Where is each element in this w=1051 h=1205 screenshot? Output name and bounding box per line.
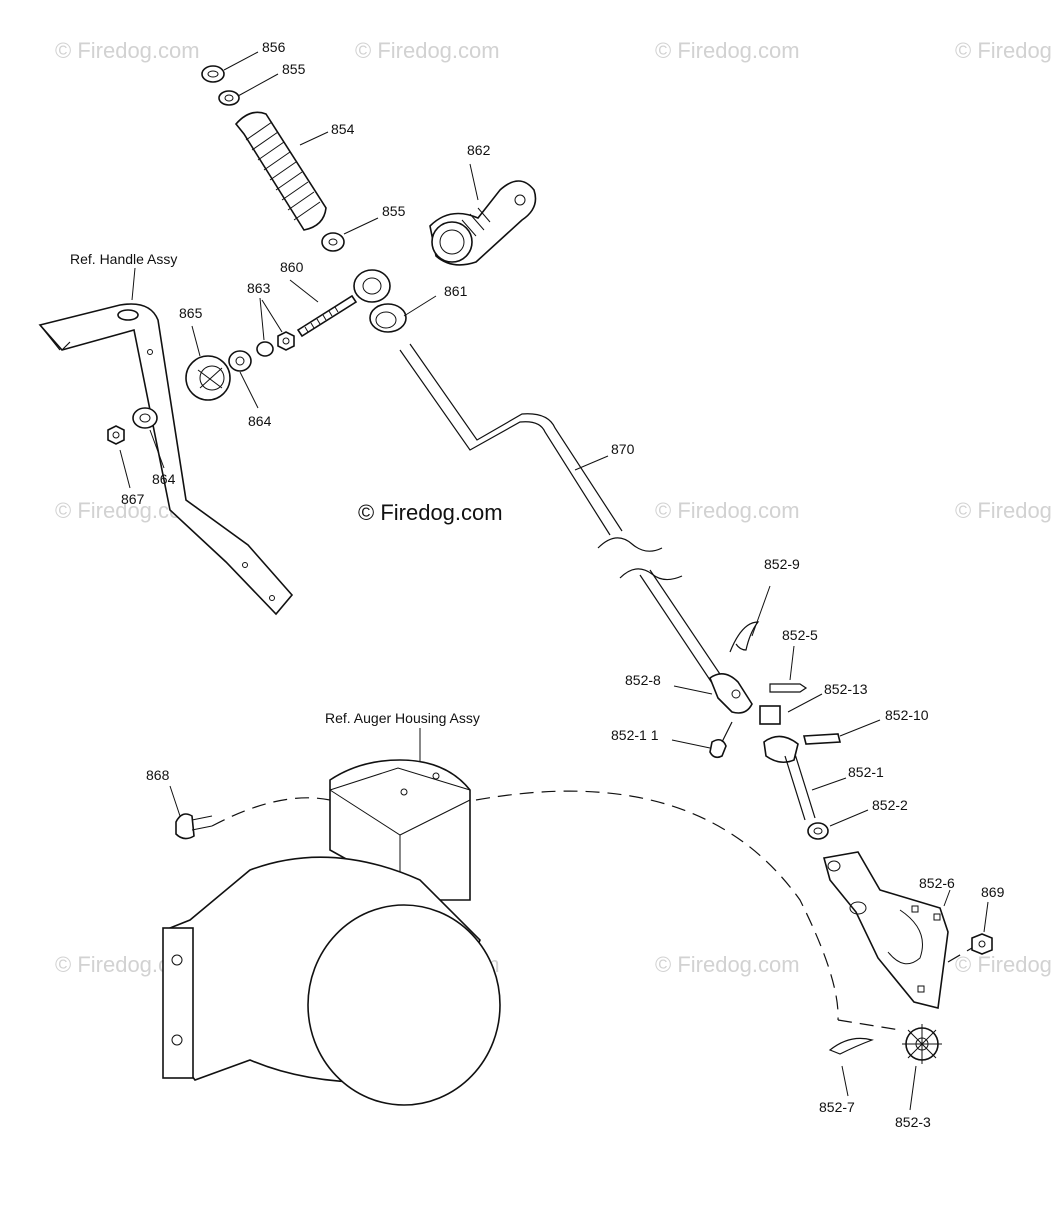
- handle-bar: [38, 303, 294, 616]
- nut-861: [369, 303, 407, 333]
- block-852-13: [759, 705, 781, 725]
- copyright-text: © Firedog.com: [358, 500, 503, 525]
- dashed-leader: [211, 797, 331, 827]
- callout-852-8: 852-8: [625, 672, 661, 688]
- callout-855: 855: [282, 61, 306, 77]
- callout-852-2: 852-2: [872, 797, 908, 813]
- bracket-852-6: [822, 851, 949, 1009]
- callout-852-9: 852-9: [764, 556, 800, 572]
- eye-bolt-860: [296, 269, 391, 338]
- callout-852-11: 852-1 1: [611, 727, 659, 743]
- callout-869: 869: [981, 884, 1005, 900]
- washer-864-right: [228, 350, 252, 372]
- nut-867: [107, 425, 125, 445]
- pin-852-5: [769, 683, 808, 693]
- callout-852-1: 852-1: [848, 764, 884, 780]
- grip-854: [234, 111, 327, 231]
- ref-auger-housing-assy: Ref. Auger Housing Assy: [325, 710, 480, 726]
- callout-855: 855: [382, 203, 406, 219]
- watermark: © Firedog.com: [955, 498, 1051, 523]
- pin-852-10: [802, 733, 842, 745]
- gear-852-3: [902, 1024, 942, 1064]
- callout-867: 867: [121, 491, 145, 507]
- callout-863: 863: [247, 280, 271, 296]
- clip-852-7: [828, 1037, 874, 1055]
- watermark: © Firedog.com: [955, 952, 1051, 977]
- washer-855-top: [218, 90, 240, 106]
- dashed-leader: [837, 1019, 901, 1031]
- watermark: © Firedog.com: [55, 38, 200, 63]
- watermark: © Firedog.com: [655, 38, 800, 63]
- washer-855-mid: [321, 232, 345, 252]
- dashed-arc: [475, 790, 839, 1021]
- auger-housing: [162, 759, 501, 1106]
- bolt-868: [175, 813, 213, 840]
- callout-labels: 856 855 854 855 862 860 861 863 865 864 …: [121, 39, 1005, 1130]
- callout-870: 870: [611, 441, 635, 457]
- leader-lines: [119, 51, 989, 1111]
- callout-852-6: 852-6: [919, 875, 955, 891]
- nut-869: [971, 933, 993, 955]
- lock-washer-863: [256, 341, 274, 357]
- callout-868: 868: [146, 767, 170, 783]
- shaft-852-1: [784, 753, 816, 821]
- coupler-852: [763, 735, 799, 764]
- callout-864: 864: [152, 471, 176, 487]
- watermark: © Firedog.com: [655, 952, 800, 977]
- callout-864: 864: [248, 413, 272, 429]
- cap-856: [201, 65, 225, 83]
- callout-852-3: 852-3: [895, 1114, 931, 1130]
- callout-852-13: 852-13: [824, 681, 868, 697]
- callout-852-5: 852-5: [782, 627, 818, 643]
- callout-852-10: 852-10: [885, 707, 929, 723]
- clevis-852-8: [709, 673, 753, 714]
- callout-856: 856: [262, 39, 286, 55]
- dashed-leader: [947, 947, 973, 963]
- callout-854: 854: [331, 121, 355, 137]
- callout-861: 861: [444, 283, 468, 299]
- watermark: © Firedog.com: [655, 498, 800, 523]
- bushing-865: [185, 355, 231, 401]
- watermark: © Firedog.com: [355, 38, 500, 63]
- rod-870: [399, 343, 729, 693]
- watermark: © Firedog.com: [955, 38, 1051, 63]
- callout-860: 860: [280, 259, 304, 275]
- crank-862: [429, 180, 537, 266]
- callout-852-7: 852-7: [819, 1099, 855, 1115]
- washer-852-2: [807, 822, 829, 840]
- hairpin-852-9: [729, 621, 760, 653]
- bolt-852-11: [709, 721, 733, 759]
- washer-864-left: [132, 407, 158, 429]
- nut-863: [277, 331, 295, 351]
- watermarks: © Firedog.com © Firedog.com © Firedog.co…: [55, 38, 1051, 977]
- ref-handle-assy: Ref. Handle Assy: [70, 251, 177, 267]
- callout-862: 862: [467, 142, 491, 158]
- callout-865: 865: [179, 305, 203, 321]
